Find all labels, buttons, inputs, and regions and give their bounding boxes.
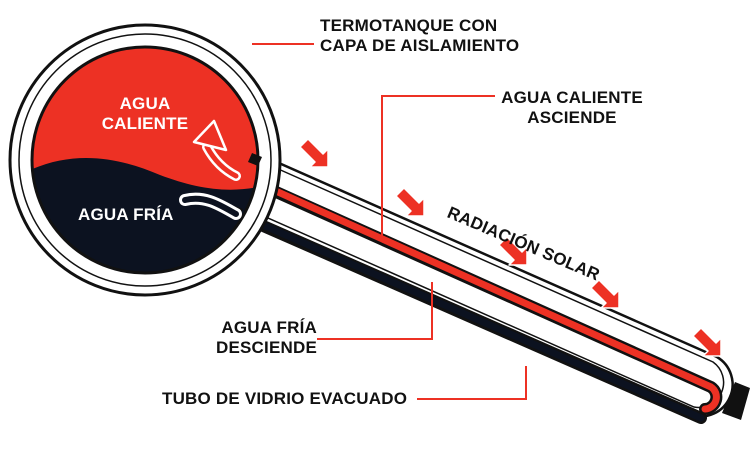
sun-ray-arrow-icon bbox=[590, 279, 620, 309]
hot-water-label: AGUA CALIENTE bbox=[85, 94, 205, 134]
hot-rises-label-line2: ASCIENDE bbox=[527, 108, 617, 127]
leader-tube bbox=[417, 366, 527, 400]
hot-rises-label-line1: AGUA CALIENTE bbox=[501, 88, 643, 107]
hot-water-pipe bbox=[234, 170, 720, 413]
cold-descends-label-line2: DESCIENDE bbox=[216, 338, 317, 357]
cold-return-bend bbox=[182, 195, 239, 217]
tube-connector-top bbox=[248, 153, 262, 166]
leader-hot-rises bbox=[381, 95, 495, 238]
leader-lines bbox=[252, 43, 527, 400]
tank-label-line1: TERMOTANQUE CON bbox=[320, 16, 498, 35]
hot-water-label-line2: CALIENTE bbox=[101, 114, 189, 133]
hot-water-label-line1: AGUA bbox=[119, 94, 171, 113]
hot-rises-label: AGUA CALIENTE ASCIENDE bbox=[497, 88, 647, 128]
sun-ray-arrow-icon bbox=[395, 187, 425, 217]
cold-water-label: AGUA FRÍA bbox=[78, 205, 174, 224]
leader-cold-descends bbox=[317, 282, 433, 340]
sun-ray-arrow-icon bbox=[299, 138, 329, 168]
sun-ray-arrow-icon bbox=[692, 327, 722, 357]
tube-end-cap bbox=[722, 382, 750, 420]
cold-descends-label-line1: AGUA FRÍA bbox=[221, 318, 317, 337]
sun-ray-arrow-icon bbox=[498, 236, 528, 266]
hot-water-rising-arrow-body bbox=[204, 144, 239, 179]
solar-radiation-arrows bbox=[299, 138, 722, 357]
cold-water-pipe bbox=[234, 210, 705, 422]
cold-descends-label: AGUA FRÍA DESCIENDE bbox=[216, 318, 317, 358]
tube-label: TUBO DE VIDRIO EVACUADO bbox=[162, 389, 408, 408]
tank-label-line2: CAPA DE AISLAMIENTO bbox=[320, 36, 520, 55]
tank-label: TERMOTANQUE CON CAPA DE AISLAMIENTO bbox=[320, 16, 519, 56]
hot-water-arrowhead-icon bbox=[192, 119, 228, 152]
